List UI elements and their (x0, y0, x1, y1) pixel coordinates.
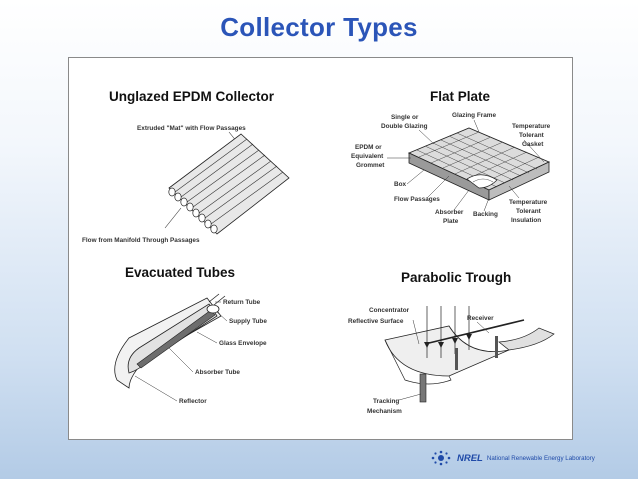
slide-title: Collector Types (220, 12, 418, 42)
nrel-lab-name: National Renewable Energy Laboratory (486, 454, 595, 462)
nrel-sun-icon (431, 450, 451, 466)
flat-plate-temp-gasket-label-1: Temperature (512, 123, 551, 130)
flat-plate-glazing-frame-label: Glazing Frame (452, 112, 496, 119)
flat-plate-absorber-label-2: Plate (443, 218, 459, 225)
flat-plate-epdm-label-2: Equivalent (351, 153, 384, 160)
flat-plate-box-label: Box (394, 181, 407, 188)
parabolic-trough-illustration (384, 306, 555, 403)
evacuated-tubes-section: Evacuated Tubes Return Tube Supply Tube … (114, 265, 267, 405)
footer-logo: NREL National Renewable Energy Laborator… (428, 447, 633, 469)
flat-plate-epdm-label-1: EPDM or (355, 144, 382, 151)
evacuated-absorber-tube-label: Absorber Tube (195, 369, 240, 376)
flat-plate-temp-insulation-label-2: Tolerant (516, 208, 542, 215)
unglazed-extruded-label: Extruded "Mat" with Flow Passages (137, 125, 246, 132)
flat-plate-temp-insulation-label-3: Insulation (511, 217, 541, 224)
flat-plate-flow-passages-label: Flow Passages (394, 196, 440, 203)
flat-plate-epdm-label-3: Grommet (356, 162, 385, 169)
collector-figure-panel: Unglazed EPDM Collector Extruded "Mat" w… (68, 57, 573, 440)
unglazed-title: Unglazed EPDM Collector (109, 89, 275, 104)
flat-plate-section: Flat Plate Single or Double Glazing Glaz… (351, 89, 551, 225)
collector-figure: Unglazed EPDM Collector Extruded "Mat" w… (82, 89, 555, 415)
parabolic-trough-title: Parabolic Trough (401, 270, 511, 285)
flat-plate-temp-gasket-label-3: Gasket (522, 141, 544, 148)
evacuated-reflector-label: Reflector (179, 398, 207, 405)
flat-plate-temp-gasket-label-2: Tolerant (519, 132, 545, 139)
flat-plate-temp-insulation-label-1: Temperature (509, 199, 548, 206)
trough-tracking-label-2: Mechanism (367, 408, 402, 415)
unglazed-epdm-section: Unglazed EPDM Collector Extruded "Mat" w… (82, 89, 290, 244)
parabolic-trough-section: Parabolic Trough Concentrator Reflective… (348, 270, 555, 415)
trough-concentrator-label-2: Reflective Surface (348, 318, 404, 325)
trough-tracking-label-1: Tracking (373, 398, 399, 405)
evacuated-tube-illustration (114, 293, 226, 389)
flat-plate-backing-label: Backing (473, 211, 498, 218)
flat-plate-title: Flat Plate (430, 89, 491, 104)
epdm-mat-illustration (168, 133, 290, 235)
trough-receiver-label: Receiver (467, 315, 494, 322)
evacuated-supply-tube-label: Supply Tube (229, 318, 267, 325)
flat-plate-absorber-label-1: Absorber (435, 209, 464, 216)
unglazed-manifold-label: Flow from Manifold Through Passages (82, 237, 200, 244)
evacuated-glass-envelope-label: Glass Envelope (219, 340, 267, 347)
trough-concentrator-label-1: Concentrator (369, 307, 410, 314)
flat-plate-single-glazing-label-1: Single or (391, 114, 419, 121)
evacuated-tubes-title: Evacuated Tubes (125, 265, 235, 280)
evacuated-return-tube-label: Return Tube (223, 299, 261, 306)
flat-plate-illustration (407, 127, 551, 201)
flat-plate-single-glazing-label-2: Double Glazing (381, 123, 428, 130)
nrel-logo-text: NREL (457, 452, 483, 464)
